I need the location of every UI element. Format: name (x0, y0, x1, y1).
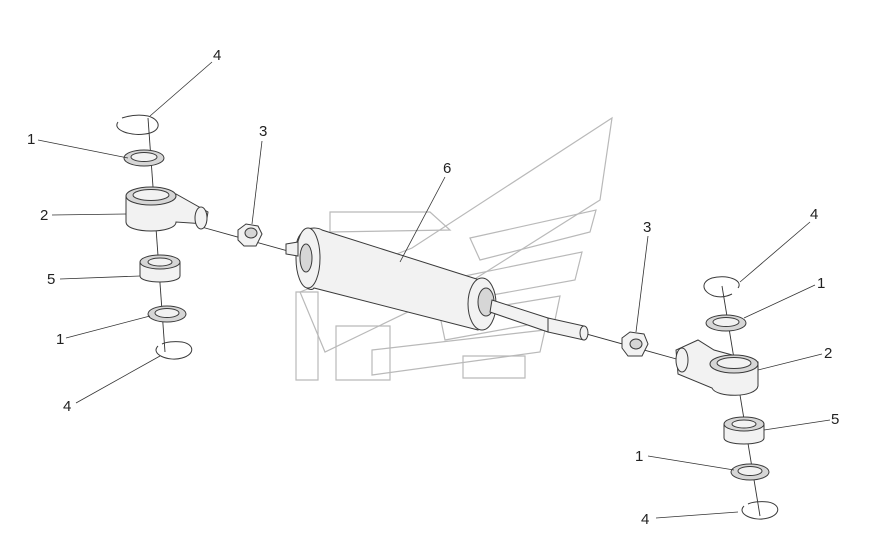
callout-4-bottom-left: 4 (63, 398, 71, 415)
central-cylinder (285, 227, 589, 341)
callout-3-left: 3 (259, 123, 267, 140)
right-washer-top (705, 314, 747, 332)
left-washer-bottom (147, 305, 187, 323)
callout-3-right: 3 (643, 219, 651, 236)
callout-5-right: 5 (831, 411, 839, 428)
callout-2-left: 2 (40, 207, 48, 224)
callout-1-top-right: 1 (817, 275, 825, 292)
leader-lines (37, 61, 831, 519)
callout-4-bottom-right: 4 (641, 511, 649, 528)
callout-5-left: 5 (47, 271, 55, 288)
left-bushing (139, 254, 181, 283)
callout-1-top-left: 1 (27, 131, 35, 148)
left-nut (237, 223, 263, 247)
left-retaining-ring-bottom (155, 341, 193, 360)
left-retaining-ring-top (116, 114, 159, 135)
callout-4-top-left: 4 (213, 47, 221, 64)
callout-1-bottom-right: 1 (635, 448, 643, 465)
callout-6-center: 6 (443, 160, 451, 177)
left-rod-end-housing (125, 186, 209, 232)
left-washer-top (123, 149, 165, 167)
right-nut (621, 331, 649, 357)
callout-2-right: 2 (824, 345, 832, 362)
callout-1-bottom-left: 1 (56, 331, 64, 348)
right-washer-bottom (730, 463, 770, 481)
callout-4-top-right: 4 (810, 206, 818, 223)
right-bushing (723, 416, 765, 445)
right-rod-end-housing (675, 339, 759, 396)
right-retaining-ring-top (703, 276, 740, 298)
right-retaining-ring-bottom (741, 501, 779, 520)
